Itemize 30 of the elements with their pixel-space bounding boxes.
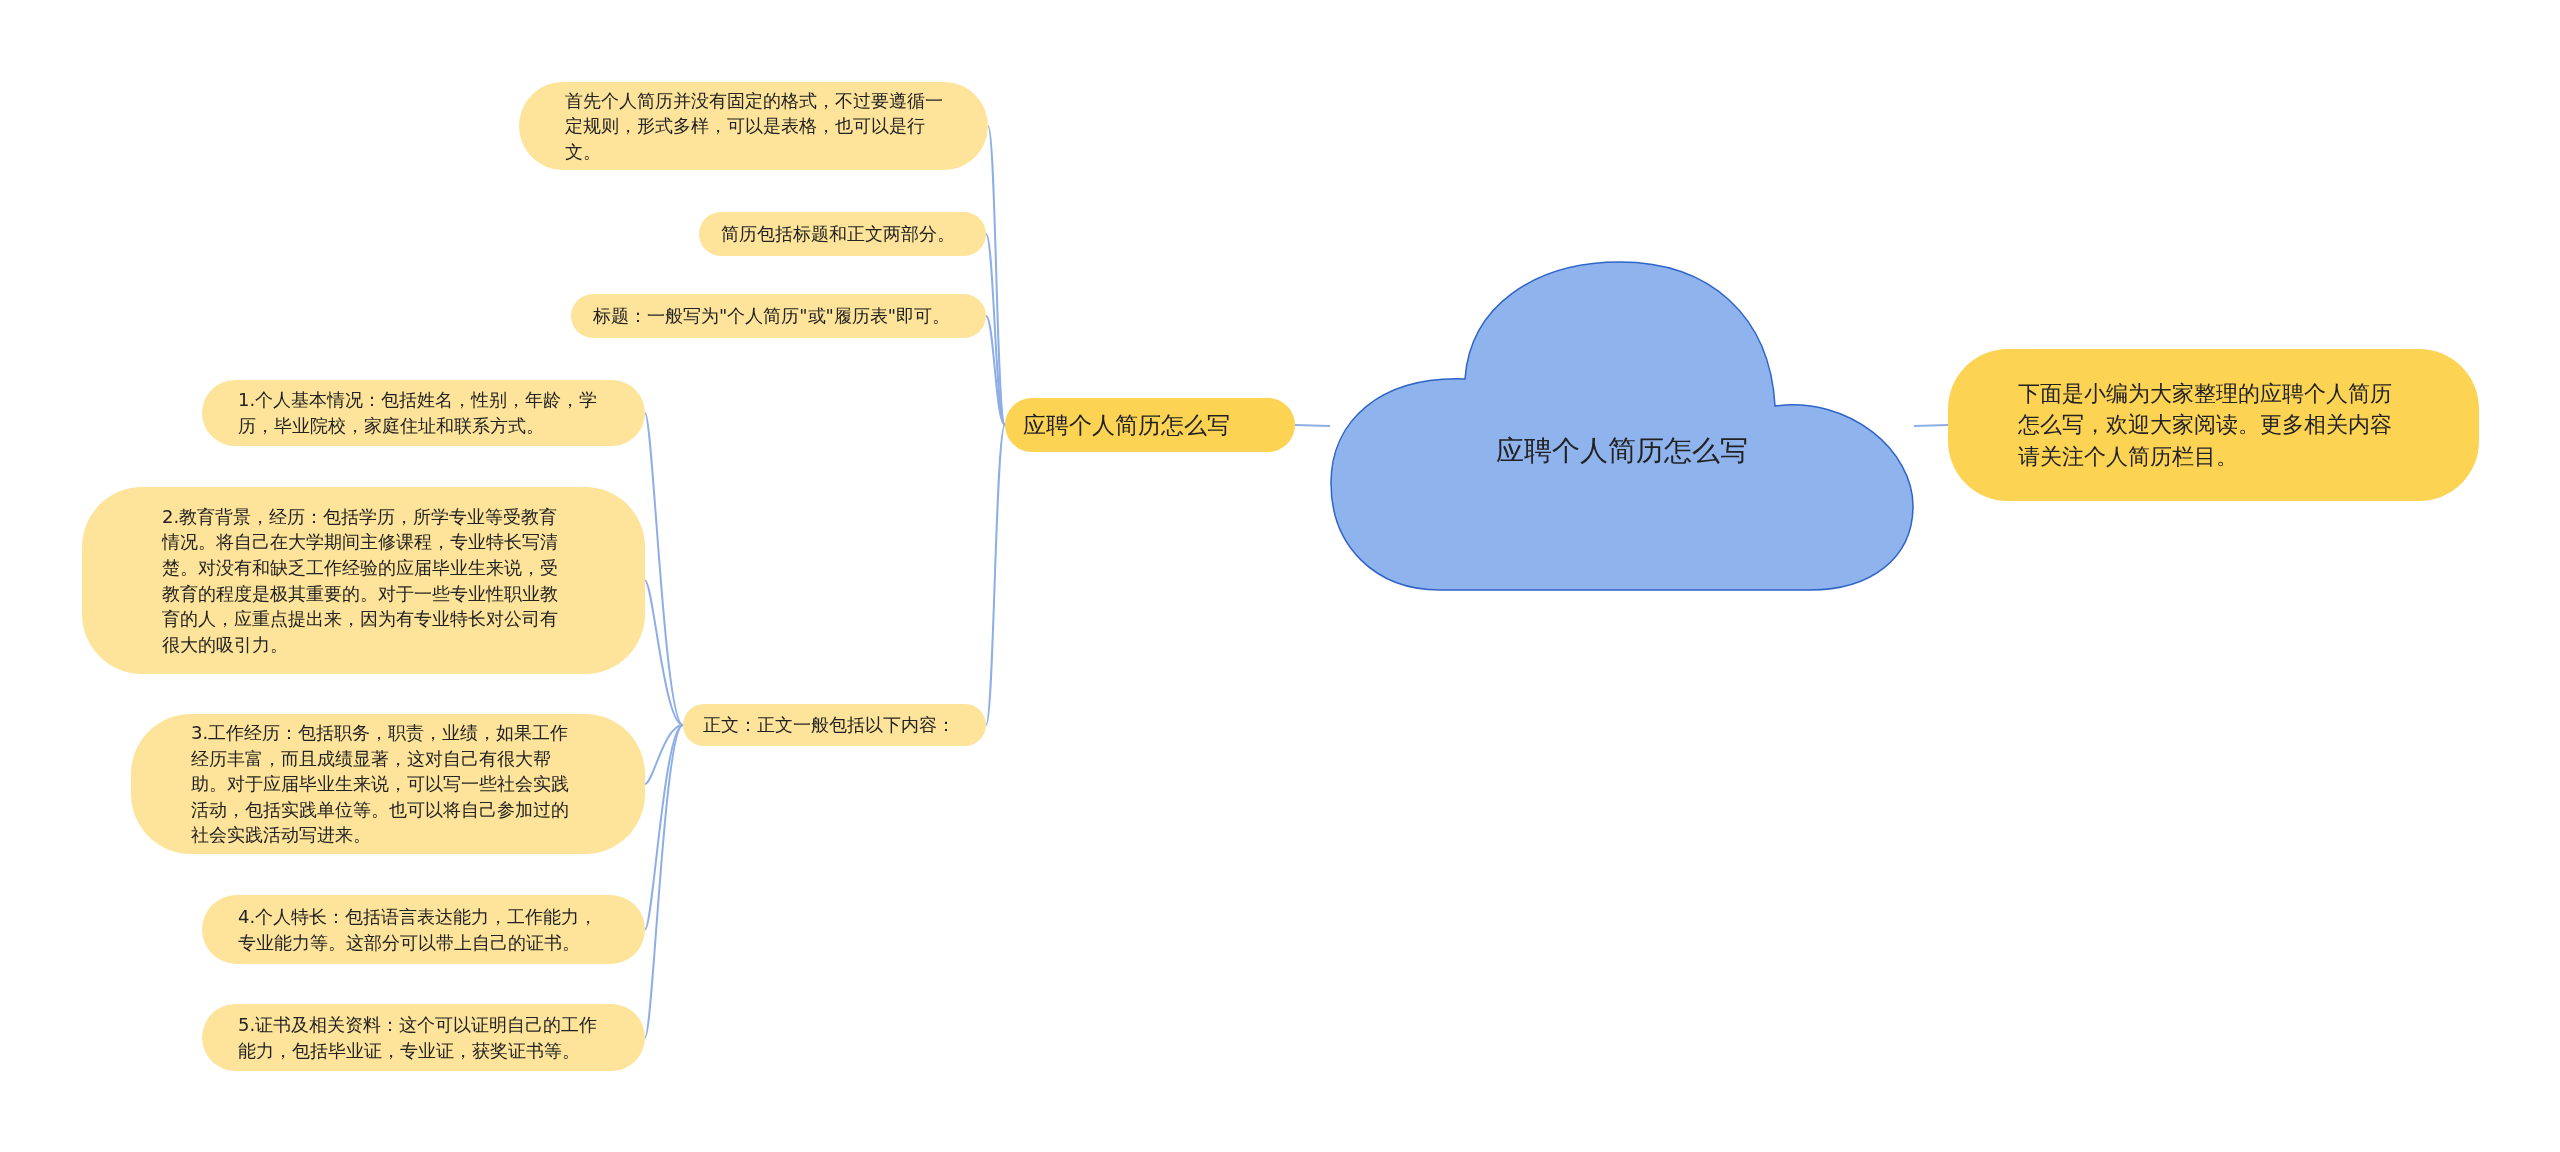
subtopic-box xyxy=(82,487,645,674)
subtopic-box xyxy=(683,704,986,746)
topic-text: 应聘个人简历怎么写 xyxy=(1496,433,1748,470)
subtopic-box xyxy=(571,294,986,338)
topic-text: 标题：一般写为"个人简历"或"履历表"即可。 xyxy=(593,304,951,329)
connector-line xyxy=(644,724,684,931)
connector-line xyxy=(985,315,1006,426)
topic-box xyxy=(1005,398,1295,452)
topic-text: 1.个人基本情况：包括姓名，性别，年龄，学历，毕业院校，家庭住址和联系方式。 xyxy=(238,388,599,438)
topic-text: 下面是小编为大家整理的应聘个人简历怎么写，欢迎大家阅读。更多相关内容请关注个人简历栏目。 xyxy=(2018,380,2393,471)
topic-text: 正文：正文一般包括以下内容： xyxy=(703,713,955,738)
subtopic-box xyxy=(202,1004,645,1071)
topic-text: 应聘个人简历怎么写 xyxy=(1023,410,1230,440)
topic-text: 2.教育背景，经历：包括学历，所学专业等受教育情况。将自己在大学期间主修课程，专业特长写清楚。对没有和缺乏工作经验的应届毕业生来说，受教育的程度是极其重要的。对于一些专业性职业教育的人，应重点提出来，因为有专业特长对公司有很大的吸引力。 xyxy=(162,504,559,657)
connector-line xyxy=(644,579,684,726)
subtopic-box xyxy=(699,212,986,256)
subtopic-box xyxy=(519,82,988,170)
topic-text: 5.证书及相关资料：这个可以证明自己的工作能力，包括毕业证，专业证，获奖证书等。 xyxy=(238,1012,599,1063)
subtopic-box xyxy=(202,380,645,446)
topic-box xyxy=(1948,349,2479,501)
subtopic-box xyxy=(202,895,645,964)
topic-text: 首先个人简历并没有固定的格式，不过要遵循一定规则，形式多样，可以是表格，也可以是行文。 xyxy=(565,88,944,164)
connector-line xyxy=(985,424,1006,726)
connector-line xyxy=(644,724,684,1039)
topic-text: 简历包括标题和正文两部分。 xyxy=(721,222,955,247)
topic-text: 3.工作经历：包括职务，职责，业绩，如果工作经历丰富，而且成绩显著，这对自己有很大帮助。对于应届毕业生来说，可以写一些社会实践活动，包括实践单位等。也可以将自己参加过的社会实践活动写进来。 xyxy=(191,721,570,848)
topic-text: 4.个人特长：包括语言表达能力，工作能力，专业能力等。这部分可以带上自己的证书。 xyxy=(238,904,599,955)
connector-line xyxy=(644,412,684,726)
connector-line xyxy=(1294,424,1331,427)
connector-line xyxy=(1913,424,1949,427)
